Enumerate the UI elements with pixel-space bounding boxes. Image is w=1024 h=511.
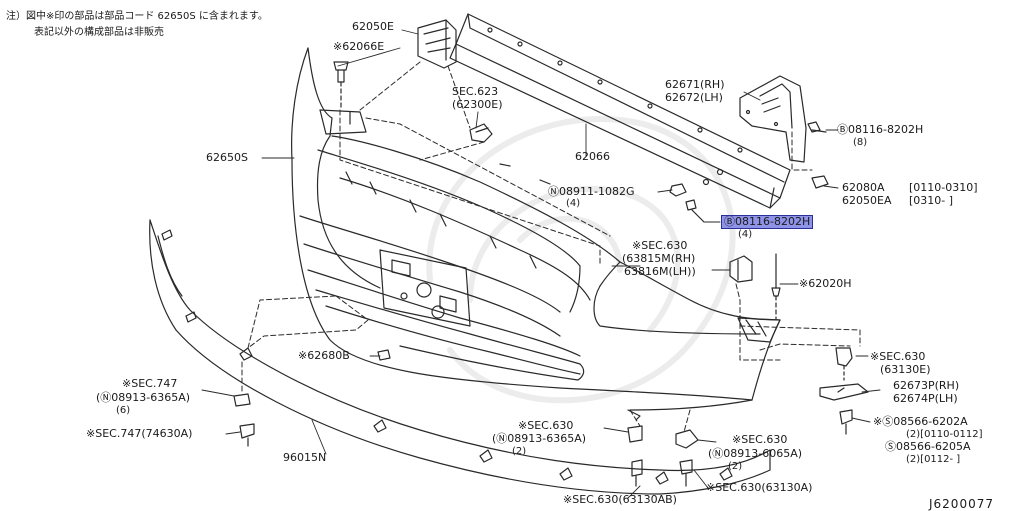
label-sec747-a[interactable]: ※SEC.747 bbox=[122, 377, 178, 390]
grommet-63130E bbox=[835, 347, 853, 381]
label-nut-08911[interactable]: Ⓝ08911-1082G bbox=[548, 185, 635, 198]
label-08566-6205A-qty: (2)[0112- ] bbox=[906, 454, 961, 465]
assembly-dashed-lines bbox=[241, 61, 861, 433]
label-62066[interactable]: 62066 bbox=[575, 150, 610, 163]
label-bolt-08116-highlighted-qty: (4) bbox=[738, 229, 753, 240]
label-62080A[interactable]: 62080A bbox=[842, 181, 885, 194]
note-line-2: 表記以外の構成部品は非販売 bbox=[34, 27, 164, 38]
label-nut-08911-qty: (4) bbox=[566, 198, 581, 209]
grommet-63130AB-mid bbox=[627, 425, 643, 487]
side-trim-right bbox=[737, 253, 781, 343]
label-bolt-08116-upper-qty: (8) bbox=[853, 137, 868, 148]
label-62020H[interactable]: ※62020H bbox=[799, 277, 852, 290]
side-bracket-62671 bbox=[739, 75, 807, 163]
label-62300E[interactable]: (62300E) bbox=[452, 98, 503, 111]
bracket-62673P bbox=[819, 383, 869, 401]
label-63815M[interactable]: (63815M(RH) bbox=[622, 252, 696, 265]
clip-62680B bbox=[377, 349, 391, 361]
bracket-62050E bbox=[417, 19, 457, 69]
label-08913-6365A-mid[interactable]: (Ⓝ08913-6365A) bbox=[492, 432, 587, 445]
clip-62300E bbox=[469, 123, 493, 143]
label-08913-6065A[interactable]: (Ⓝ08913-6065A) bbox=[708, 447, 803, 460]
label-sec630-a[interactable]: ※SEC.630 bbox=[632, 239, 688, 252]
clip-62066E bbox=[333, 61, 349, 111]
label-08913-6365A-left[interactable]: (Ⓝ08913-6365A) bbox=[96, 391, 191, 404]
label-62671[interactable]: 62671(RH) bbox=[665, 78, 725, 91]
label-sec630-d[interactable]: ※SEC.630 bbox=[732, 433, 788, 446]
label-sec630-63130AB[interactable]: ※SEC.630(63130AB) bbox=[563, 493, 677, 506]
watermark-emblem bbox=[426, 116, 736, 404]
label-62050EA-date: [0310- ] bbox=[909, 194, 954, 207]
label-62680B[interactable]: ※62680B bbox=[298, 349, 350, 362]
label-63816M[interactable]: 63816M(LH)) bbox=[624, 265, 696, 278]
reinforcement-beam-62066 bbox=[449, 13, 791, 209]
nut-08913-6365A-left bbox=[233, 393, 251, 407]
label-08566-6202A[interactable]: ※Ⓢ08566-6202A bbox=[873, 415, 968, 428]
note-line-1: 注）図中※印の部品は部品コード 62650S に含まれます。 bbox=[6, 11, 268, 22]
leader-lines bbox=[201, 29, 881, 499]
label-08913-6065A-qty: (2) bbox=[728, 461, 743, 472]
clip-63130A-right bbox=[675, 429, 699, 487]
side-marker-63815M bbox=[729, 255, 753, 283]
label-sec630-c[interactable]: ※SEC.630 bbox=[518, 419, 574, 432]
label-62050E[interactable]: 62050E bbox=[352, 20, 394, 33]
clip-62080A bbox=[811, 175, 829, 189]
diagram-id: J6200077 bbox=[929, 497, 994, 511]
bumper-fascia-62650S bbox=[291, 47, 781, 421]
label-62080A-date: [0110-0310] bbox=[909, 181, 978, 194]
label-08566-6205A[interactable]: Ⓢ08566-6205A bbox=[885, 440, 971, 453]
label-62673P[interactable]: 62673P(RH) bbox=[893, 379, 960, 392]
label-62066E[interactable]: ※62066E bbox=[333, 40, 385, 53]
label-sec630-63130A[interactable]: ※SEC.630(63130A) bbox=[706, 481, 813, 494]
bolt-08116-8202H-upper bbox=[807, 121, 827, 133]
nut-08911-1082G bbox=[669, 183, 687, 197]
label-63130E[interactable]: (63130E) bbox=[880, 363, 931, 376]
screw-08566-6202A bbox=[839, 409, 853, 435]
bolt-08116-8202H-lower bbox=[685, 199, 705, 223]
lower-spoiler-96015N bbox=[149, 219, 771, 495]
label-sec630-b[interactable]: ※SEC.630 bbox=[870, 350, 926, 363]
label-08566-6202A-qty: (2)[0110-0112] bbox=[906, 429, 983, 440]
label-bolt-08116-highlighted[interactable]: Ⓑ08116-8202H bbox=[720, 215, 814, 229]
label-62050EA[interactable]: 62050EA bbox=[842, 194, 892, 207]
label-08913-6365A-mid-qty: (2) bbox=[512, 446, 527, 457]
label-sec747-74630A[interactable]: ※SEC.747(74630A) bbox=[86, 427, 193, 440]
label-96015N[interactable]: 96015N bbox=[283, 451, 327, 464]
label-62650S[interactable]: 62650S bbox=[206, 151, 248, 164]
label-08913-6365A-left-qty: (6) bbox=[116, 405, 131, 416]
label-62672[interactable]: 62672(LH) bbox=[665, 91, 723, 104]
label-bolt-08116-upper[interactable]: Ⓑ08116-8202H bbox=[837, 123, 924, 136]
clip-74630A bbox=[239, 423, 255, 447]
label-sec623[interactable]: SEC.623 bbox=[452, 85, 499, 98]
label-62674P[interactable]: 62674P(LH) bbox=[893, 392, 958, 405]
